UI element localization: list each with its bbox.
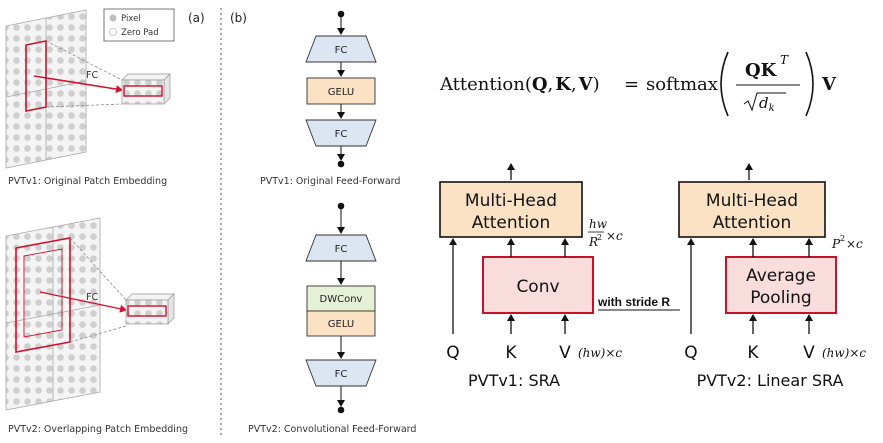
eq-numerator: QK xyxy=(745,60,778,81)
zero-pad-legend-icon xyxy=(109,28,117,36)
input-q-v1: Q xyxy=(446,343,459,363)
fc2-label-top: FC xyxy=(335,129,348,140)
svg-text:2: 2 xyxy=(840,234,845,243)
caption-convolutional-feed-forward: PVTv2: Convolutional Feed-Forward xyxy=(248,424,416,435)
dwconv-label: DWConv xyxy=(320,294,363,305)
left-paren xyxy=(720,51,729,117)
svg-text:×c: ×c xyxy=(606,229,623,243)
panel-b: (b) FC GELU FC PVTv1: Original Feed-Forw… xyxy=(230,10,416,435)
input-v-v2: V xyxy=(803,343,815,363)
svg-text:P: P xyxy=(831,237,841,251)
conv-block xyxy=(482,256,594,314)
input-v-v1: V xyxy=(559,343,571,363)
kv-dim-v1: hw R 2 ×c xyxy=(588,217,623,249)
pool-label-line2: Pooling xyxy=(750,288,811,308)
svg-text:2: 2 xyxy=(597,233,602,242)
caption-original-feed-forward: PVTv1: Original Feed-Forward xyxy=(260,176,400,187)
v-dim-v1: (hw)×c xyxy=(578,346,622,360)
caption-overlapping-patch-embedding: PVTv2: Overlapping Patch Embedding xyxy=(8,424,188,435)
fc-arrow-top xyxy=(33,75,123,94)
fc2-block-bottom xyxy=(305,359,377,387)
fc1-label-bottom: FC xyxy=(335,244,348,255)
sra-v2: Multi-Head Attention P 2 ×c Average Pool… xyxy=(678,163,866,390)
stride-label: with stride R xyxy=(597,295,670,309)
fc-label-bottom: FC xyxy=(86,292,98,303)
overlapping-patch-embedding: FC PVTv2: Overlapping Patch Embedding xyxy=(5,217,188,435)
pixel-legend-icon xyxy=(109,14,117,22)
eq-attention-lhs: Attention(Q,K,V) xyxy=(439,74,600,95)
eq-transpose: T xyxy=(780,53,789,67)
input-node xyxy=(337,202,345,210)
projection-line xyxy=(45,103,123,108)
average-pooling-block xyxy=(725,256,837,314)
conv-label: Conv xyxy=(516,277,559,297)
eq-value: V xyxy=(821,74,837,95)
gelu-label-top: GELU xyxy=(328,87,354,98)
sra-v1: Multi-Head Attention hw R 2 ×c Conv Q K … xyxy=(439,163,623,390)
input-k-v1: K xyxy=(505,343,517,363)
fc1-block-top xyxy=(305,35,377,63)
pool-label-line1: Average xyxy=(746,266,816,286)
gelu-label-bottom: GELU xyxy=(328,319,354,330)
token-block-bottom xyxy=(125,293,175,325)
fc2-block-top xyxy=(305,119,377,147)
mha-label-v2-line2: Attention xyxy=(713,213,791,233)
gelu-block-bottom xyxy=(306,310,376,337)
kv-dim-v2: P 2 ×c xyxy=(831,234,863,251)
fc-arrow-bottom xyxy=(39,291,127,313)
caption-sra-v2: PVTv2: Linear SRA xyxy=(697,371,844,390)
mha-label-v1-line1: Multi-Head xyxy=(465,191,557,211)
token-block-top xyxy=(121,73,171,105)
legend: Pixel Zero Pad xyxy=(103,8,175,42)
attention-equation: Attention(Q,K,V) = softmax QK T dk V xyxy=(439,51,837,117)
fc-label-top: FC xyxy=(86,70,98,81)
fc1-label-top: FC xyxy=(335,45,348,56)
projection-line xyxy=(45,40,123,81)
input-k-v2: K xyxy=(747,343,759,363)
fc2-label-bottom: FC xyxy=(335,369,348,380)
input-q-v2: Q xyxy=(684,343,697,363)
output-node xyxy=(337,160,345,168)
caption-sra-v1: PVTv1: SRA xyxy=(468,371,560,390)
mha-label-v1-line2: Attention xyxy=(472,213,550,233)
panel-a-tag: (a) xyxy=(188,11,205,25)
svg-text:R: R xyxy=(588,235,598,249)
projection-line xyxy=(69,237,127,301)
sqrt-sign xyxy=(743,92,786,112)
overlap-window-inner xyxy=(23,248,63,338)
eq-equals: = xyxy=(624,74,639,95)
mha-label-v2-line1: Multi-Head xyxy=(706,191,798,211)
eq-softmax: softmax xyxy=(646,74,718,95)
v-dim-v2: (hw)×c xyxy=(822,346,866,360)
grid-line xyxy=(5,304,101,324)
panel-a: Pixel Zero Pad (a) FC PVTv1: Original Pa… xyxy=(5,8,205,435)
dwconv-block xyxy=(306,285,376,312)
mha-block-v2 xyxy=(678,181,826,238)
convolutional-feed-forward: FC DWConv GELU FC PVTv2: Convolutional F… xyxy=(248,202,416,435)
legend-zero-pad-label: Zero Pad xyxy=(121,28,159,38)
svg-text:×c: ×c xyxy=(846,237,863,251)
output-node xyxy=(337,406,345,414)
mha-block-v1 xyxy=(439,181,583,238)
original-patch-embedding: FC PVTv1: Original Patch Embedding xyxy=(5,9,171,187)
legend-box xyxy=(103,8,175,42)
legend-pixel-label: Pixel xyxy=(121,14,141,24)
caption-original-patch-embedding: PVTv1: Original Patch Embedding xyxy=(8,176,167,187)
original-feed-forward: FC GELU FC PVTv1: Original Feed-Forward xyxy=(260,10,400,187)
fc1-block-bottom xyxy=(305,234,377,262)
panel-b-tag: (b) xyxy=(230,11,247,25)
svg-text:hw: hw xyxy=(589,217,608,231)
right-paren xyxy=(805,51,814,117)
eq-denominator: dk xyxy=(759,94,775,114)
input-node xyxy=(337,10,345,18)
